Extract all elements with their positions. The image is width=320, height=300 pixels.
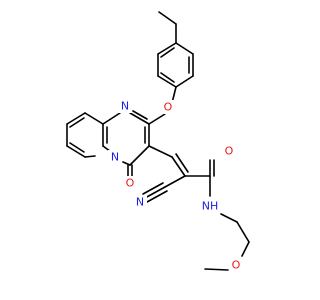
- atom-label-o3: O: [225, 145, 234, 158]
- atom-label-n1: N: [121, 100, 129, 113]
- ether-linkage: [148, 113, 166, 125]
- atom-labels: O N N O N O NH O: [108, 99, 243, 272]
- atom-label-n3: N: [136, 196, 144, 209]
- atom-label-nh: NH: [202, 200, 219, 213]
- structure-canvas: O N N O N O NH O: [66, 11, 250, 272]
- atom-label-o1: O: [164, 101, 173, 114]
- atom-label-o4: O: [232, 259, 241, 272]
- molecule-drawing: O N N O N O NH O: [66, 11, 250, 272]
- ethylphenyl-group: [157, 11, 194, 104]
- atom-label-n2: N: [111, 151, 119, 164]
- atom-label-o2: O: [126, 177, 135, 190]
- cyano-acrylamide-chain: [142, 145, 250, 271]
- pyridopyrimidinone-core: [66, 110, 150, 179]
